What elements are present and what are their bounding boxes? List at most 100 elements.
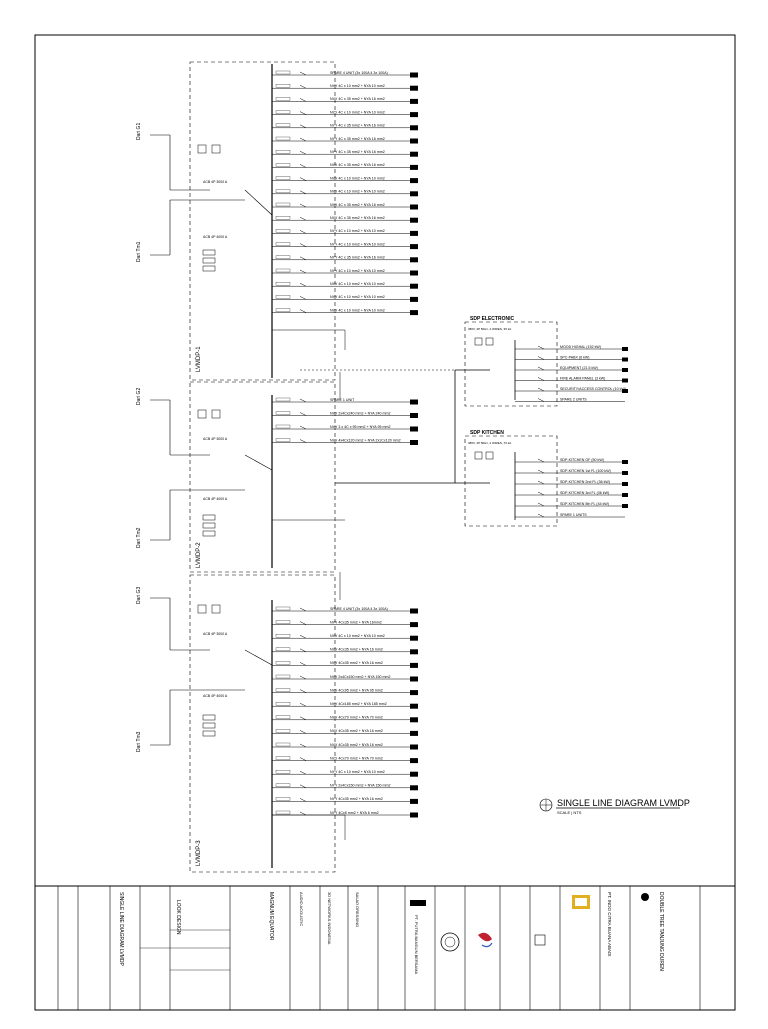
feeder-cable-label: NYY 4C x 35 mm2 + NYA 16 mm2 — [330, 216, 385, 220]
load-terminal-icon — [410, 257, 418, 263]
load-terminal-icon — [410, 310, 418, 316]
feeder-cable-label: SPARE 4 UNIT (3x 100A 4 3x 100A) — [330, 607, 388, 611]
feeder-row: NYY 4Cx95 mm2 + NYA 95 mm2 — [272, 688, 418, 696]
feeder-row: NYY 4Cx35 mm2 + NYA 16 mm2 — [272, 797, 418, 804]
sdp-circuit-label: EQUIPMENT (21.5 kW) — [560, 366, 598, 370]
feeder-cable-label: NYY 4C x 10 mm2 + NYA 10 mm2 — [330, 242, 385, 246]
feeder-row: NYY 4Cx35 mm2 + NYA 16 mm2 — [272, 661, 418, 668]
load-terminal-icon — [622, 482, 628, 486]
feeder-row: NYY 4C x 10 mm2 + NYA 10 mm2 — [272, 190, 418, 197]
sdp-circuit-label: SDP-KITCHEN 5th FL (44 kW) — [560, 502, 609, 506]
load-terminal-icon — [410, 771, 418, 777]
sdp-circuit-label: MOOD HIGHAL (152 kW) — [560, 345, 601, 349]
feeder-cable-label: NYY 4C x 35 mm2 + NYA 16 mm2 — [330, 203, 385, 207]
project-name: DOUBLE TREE TANJUNG DUREN — [658, 892, 664, 971]
incomer-label-2: ACB 4P 3000 A — [203, 437, 228, 441]
sheet-title: SINGLE LINE DIAGRAM LVMDP — [118, 892, 124, 966]
feeder-cable-label: NYY 4Cx95 mm2 + NYA 95 mm2 — [330, 688, 383, 692]
consultant-audio: AUDIO ACOUSTIC — [299, 892, 304, 926]
supply-label-2a: Dari G2 — [136, 388, 142, 405]
contractor-logo-icon — [410, 900, 426, 906]
feeder-row: NYY 4C x 35 mm2 + NYA 16 mm2 — [272, 216, 418, 223]
feeder-cable-label: SPARE 1 UNIT — [330, 398, 355, 402]
load-terminal-icon — [410, 85, 418, 91]
sdp-electronic-title: SDP ELECTRONIC — [470, 316, 514, 322]
feeder-row: NYY 4C x 35 mm2 + NYA 16 mm2 — [272, 203, 418, 210]
sdp-circuit-label: SDP-KITCHEN 1st FL (100 kW) — [560, 469, 611, 473]
diagram-title-block: SINGLE LINE DIAGRAM LVMDP SCALE | NTS — [539, 798, 690, 815]
load-terminal-icon — [410, 283, 418, 289]
load-terminal-icon — [410, 125, 418, 131]
feeder-row: NYY 4Cx185 mm2 + NYA 185 mm2 — [272, 702, 418, 709]
feeder-cable-label: NYY 4x4Cx120 mm2 + NYA 2x1Cx120 mm2 — [330, 438, 401, 442]
load-terminal-icon — [410, 703, 418, 709]
feeder-row: SPARE 1 UNIT — [272, 398, 418, 405]
supply-label-1b: Dari Tm1 — [136, 241, 142, 262]
load-terminal-icon — [410, 230, 418, 236]
sdp-circuit-row: SDP-KITCHEN 2nd FL (36 kW) — [515, 480, 628, 486]
feeder-cable-label: NYY 4C x 10 mm2 + NYA 10 mm2 — [330, 770, 385, 774]
load-terminal-icon — [410, 399, 418, 405]
feeder-row: NYY 4C x 10 mm2 + NYA 10 mm2 — [272, 176, 418, 184]
load-terminal-icon — [410, 296, 418, 302]
genset-incomer-label-2: ACB 4P 4000 A — [203, 497, 228, 501]
feeder-cable-label: NYY 4Cx35 mm2 + NYA 16 mm2 — [330, 661, 383, 665]
feeder-row: NYY 4C x 35 mm2 + NYA 16 mm2 — [272, 124, 418, 131]
feeder-row: NYY 4x4Cx120 mm2 + NYA 2x1Cx120 mm2 — [272, 438, 418, 445]
incomer-label-3: ACB 4P 3000 A — [203, 632, 228, 636]
load-terminal-icon — [622, 347, 628, 351]
sdp-kitchen-box — [464, 435, 558, 527]
feeder-row: NYY 4C x 10 mm2 + NYA 10 mm2 — [272, 308, 418, 316]
feeder-cable-label: NYY 4Cx35 mm2 + NYA 16 mm2 — [330, 797, 383, 801]
sdp-circuit-row: SDP-KITCHEN 1st FL (100 kW) — [515, 469, 628, 475]
load-terminal-icon — [410, 758, 418, 764]
load-terminal-icon — [410, 138, 418, 144]
load-terminal-icon — [410, 72, 418, 78]
feeder-row: NYY 2x4Cx150 mm2 + NYA 150 mm2 — [272, 784, 418, 791]
feeder-cable-label: NYY 4C x 10 mm2 + NYA 10 mm2 — [330, 190, 385, 194]
feeder-cable-label: NYY 4C x 10 mm2 + NYA 10 mm2 — [330, 229, 385, 233]
feeder-row: NYY 4C x 35 mm2 + NYA 16 mm2 — [272, 137, 418, 144]
feeder-row: NYY 4Cx35 mm2 + NYA 16 mm2 — [272, 648, 418, 655]
feeder-row: NYY 4Cx70 mm2 + NYA 70 mm2 — [272, 716, 418, 723]
sdp-kitchen-spec: 380V, 3P 50Hz, 4 WIRES, 70 kA — [468, 441, 511, 445]
load-terminal-icon — [410, 717, 418, 723]
sdp-circuit-label: FIRE ALARM PANEL (3 kW) — [560, 376, 605, 380]
feeder-row: NYY 4Cx35 mm2 + NYA 16mm2 — [272, 620, 418, 628]
sdp-circuit-row: MOOD HIGHAL (152 kW) — [515, 345, 628, 351]
owner-name: PT. INDO CITRA BUANA ABADI — [607, 892, 612, 957]
feeder-row: NYY 4C x 35 mm2 + NYA 16 mm2 — [272, 150, 418, 157]
load-terminal-icon — [410, 413, 418, 418]
consultant-seal-icon — [440, 932, 460, 952]
contractor-name: PT. PUTRA BANGUN BERSAMA — [414, 915, 419, 974]
feeder-row: SPARE 4 UNIT (3x 100A 4 3x 100A) — [272, 71, 418, 78]
feeder-cable-label: NYY 4C x 10 mm2 + NYA 10 mm2 — [330, 84, 385, 88]
feeder-row: NYY 2x4Cx150 mm2 + NYA 150 mm2 — [272, 675, 418, 682]
consultant-3d: 3D NETWORKS INDONESIA — [327, 892, 332, 945]
feeder-cable-label: NYY 4Cx185 mm2 + NYA 185 mm2 — [330, 702, 387, 706]
consultant-salad: SALAD DRESSING — [355, 892, 360, 927]
stamp-icon — [534, 934, 546, 946]
feeder-cable-label: NYY 4C x 35 mm2 + NYA 16 mm2 — [330, 137, 385, 141]
load-terminal-icon — [410, 676, 418, 682]
feeder-list-lvmdp-3: SPARE 4 UNIT (3x 100A 4 3x 100A) NYY 4Cx3… — [272, 607, 418, 818]
feeder-cable-label: NYY 4Cx70 mm2 + NYA 70 mm2 — [330, 716, 383, 720]
feeder-cable-label: NYY 4C x 10 mm2 + NYA 10 mm2 — [330, 282, 385, 286]
sdp-kitchen-title: SDP KITCHEN — [470, 430, 504, 436]
feeder-cable-label: NYY 4C x 10 mm2 + NYA 10 mm2 — [330, 269, 385, 273]
sdp-electronic-box — [464, 321, 558, 407]
supply-label-3a: Dari G3 — [136, 587, 142, 604]
genset-incomer-label-1: ACB 4P 4000 A — [203, 235, 228, 239]
sdp-circuit-row: SECURITY/ACCESS CONTROL (10 kW) — [515, 387, 628, 393]
load-terminal-icon — [410, 649, 418, 655]
incomer-group-2 — [150, 399, 273, 541]
sdp-circuit-label: SDP-KITCHEN 3rd FL (36 kW) — [560, 491, 609, 495]
feeder-row: NYY 4C x 35 mm2 + NYA 16 mm2 — [272, 163, 418, 170]
feeder-cable-label: NYY 2x4Cx240 mm2 + NYA 240 mm2 — [330, 411, 391, 415]
feeder-row: NYY 3 x 4C x 95 mm2 + NYA 95 mm2 — [272, 425, 418, 432]
load-terminal-icon — [622, 357, 628, 362]
supply-label-1a: Dari G1 — [136, 123, 142, 140]
feeder-row: NYY 4Cx35 mm2 + NYA 16 mm2 — [272, 743, 418, 750]
load-terminal-icon — [410, 608, 418, 614]
